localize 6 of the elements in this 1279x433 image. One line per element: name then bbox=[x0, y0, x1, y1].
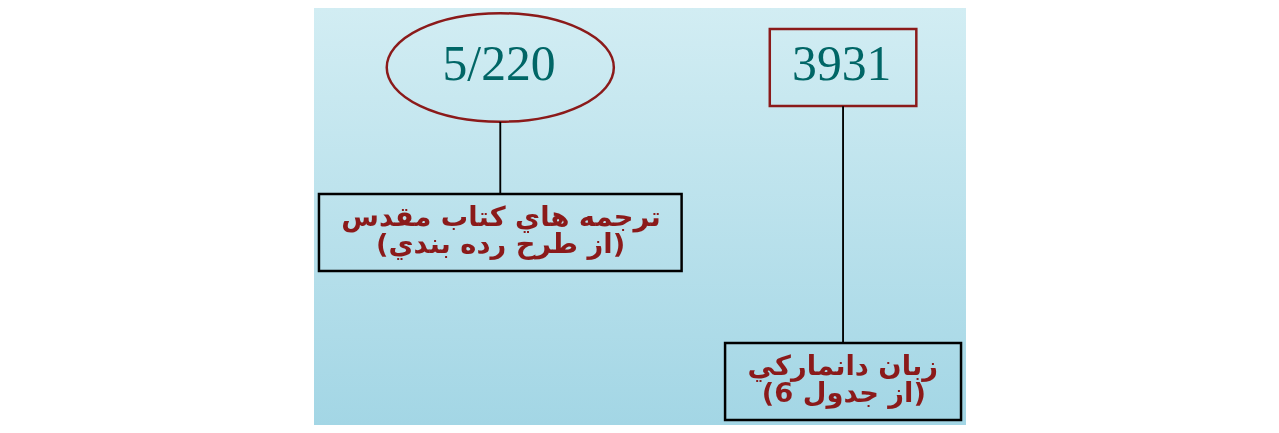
connector bbox=[841, 105, 844, 344]
node-box: 3931 bbox=[768, 27, 918, 108]
node-box: ترجمه هاي كتاب مقدس (از طرح رده بندي) bbox=[317, 192, 683, 273]
connector bbox=[498, 121, 501, 195]
node-box: زبان دانماركي (از جدول 6) bbox=[723, 341, 962, 422]
node-ellipse: 5/220 bbox=[385, 12, 615, 123]
